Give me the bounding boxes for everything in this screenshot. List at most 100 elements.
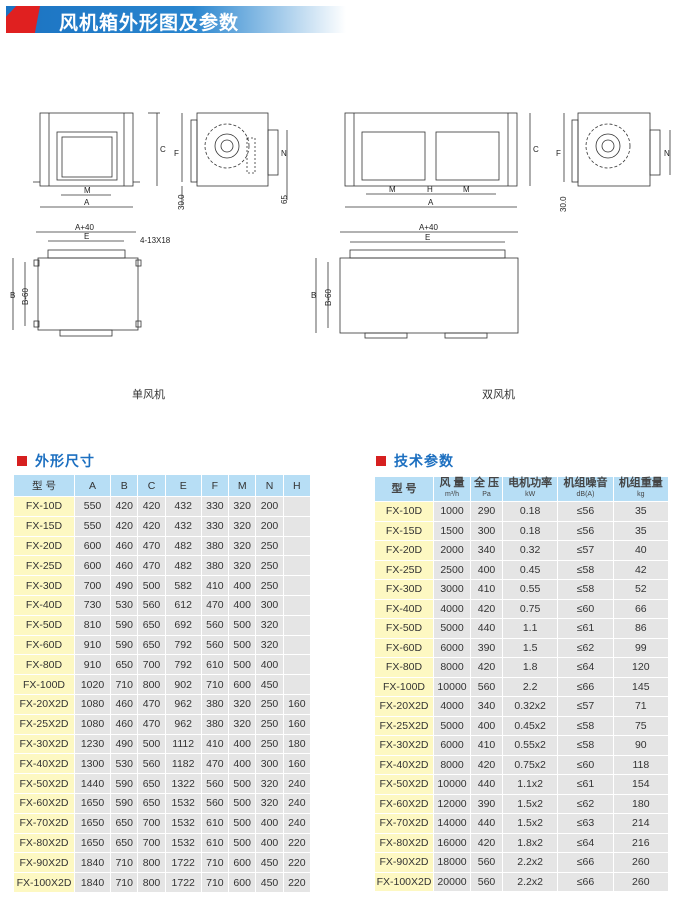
value-cell: 86 — [613, 619, 668, 638]
dim-a: A — [84, 198, 90, 207]
value-cell: 490 — [111, 734, 138, 754]
value-cell: 710 — [111, 675, 138, 694]
model-cell: FX-20D — [14, 536, 74, 556]
model-cell: FX-90X2D — [375, 853, 433, 872]
value-cell: 35 — [613, 521, 668, 540]
column-header: 风 量 m³/h — [434, 477, 471, 501]
value-cell: 12000 — [434, 794, 471, 813]
model-cell: FX-50X2D — [14, 774, 74, 793]
value-cell: 650 — [138, 615, 165, 635]
value-cell: 410 — [471, 580, 502, 599]
value-cell: 1722 — [165, 873, 201, 892]
value-cell: 200 — [256, 497, 283, 516]
value-cell: 52 — [613, 580, 668, 599]
value-cell: 1000 — [434, 502, 471, 521]
value-cell: 1020 — [75, 675, 111, 694]
value-cell: 250 — [256, 556, 283, 576]
model-cell: FX-70X2D — [14, 813, 74, 833]
value-cell: 2.2x2 — [502, 853, 558, 872]
value-cell: 610 — [201, 833, 229, 853]
value-cell: 320 — [256, 793, 283, 813]
value-cell: 220 — [283, 833, 310, 853]
value-cell: 962 — [165, 694, 201, 714]
value-cell: 432 — [165, 497, 201, 516]
value-cell: 1.1x2 — [502, 775, 558, 794]
dim-m: M — [84, 186, 91, 195]
model-cell: FX-50X2D — [375, 775, 433, 794]
double-fan-side-view — [563, 112, 671, 187]
value-cell — [283, 655, 310, 675]
value-cell: 482 — [165, 536, 201, 556]
value-cell: 810 — [75, 615, 111, 635]
value-cell: 16000 — [434, 833, 471, 852]
column-header: H — [283, 475, 310, 496]
dim-a40: A+40 — [419, 223, 438, 232]
model-cell: FX-40D — [14, 595, 74, 615]
model-cell: FX-40X2D — [375, 755, 433, 774]
value-cell: 420 — [138, 497, 165, 516]
value-cell: ≤66 — [558, 853, 613, 872]
value-cell: 910 — [75, 655, 111, 675]
column-header: E — [165, 475, 201, 496]
header-label: 风 量 — [439, 477, 465, 489]
value-cell: ≤57 — [558, 541, 613, 560]
value-cell: 220 — [283, 853, 310, 873]
value-cell: 432 — [165, 516, 201, 536]
value-cell: 180 — [283, 734, 310, 754]
value-cell: 390 — [471, 794, 502, 813]
value-cell: 420 — [111, 516, 138, 536]
value-cell: 6000 — [434, 736, 471, 755]
model-cell: FX-100D — [14, 675, 74, 694]
model-cell: FX-50D — [14, 615, 74, 635]
title-bar: 风机箱外形图及参数 — [6, 6, 346, 34]
value-cell: 590 — [111, 774, 138, 793]
value-cell: 0.32x2 — [502, 697, 558, 716]
header-unit: m³/h — [445, 491, 460, 498]
value-cell: 1.5x2 — [502, 794, 558, 813]
fan-box-drawings: M A C F N 30.0 65 A+40 E 4-13X18 B B-60 … — [10, 112, 671, 339]
value-cell: 530 — [111, 754, 138, 774]
value-cell: 800 — [138, 853, 165, 873]
value-cell: 420 — [111, 497, 138, 516]
heading-text: 外形尺寸 — [35, 454, 95, 470]
value-cell: 560 — [138, 754, 165, 774]
value-cell: 600 — [229, 873, 256, 892]
value-cell: 440 — [471, 814, 502, 833]
value-cell: 420 — [138, 516, 165, 536]
model-cell: FX-60D — [375, 638, 433, 657]
value-cell: 560 — [471, 677, 502, 696]
value-cell: 5000 — [434, 619, 471, 638]
value-cell: 1650 — [75, 833, 111, 853]
column-header: F — [201, 475, 229, 496]
value-cell: 550 — [75, 516, 111, 536]
value-cell: 400 — [471, 716, 502, 735]
value-cell: 470 — [201, 754, 229, 774]
dim-m: M — [463, 185, 470, 194]
model-cell: FX-20X2D — [375, 697, 433, 716]
value-cell — [283, 556, 310, 576]
value-cell: 500 — [229, 833, 256, 853]
value-cell: ≤56 — [558, 502, 613, 521]
value-cell: 500 — [229, 635, 256, 655]
dim-f: F — [556, 149, 561, 158]
value-cell: 792 — [165, 635, 201, 655]
value-cell: 250 — [256, 694, 283, 714]
value-cell: ≤62 — [558, 794, 613, 813]
header-unit: dB(A) — [576, 491, 595, 498]
value-cell: 380 — [201, 694, 229, 714]
value-cell: 420 — [471, 833, 502, 852]
value-cell: 590 — [111, 615, 138, 635]
dim-e: E — [84, 232, 89, 241]
value-cell: 800 — [138, 675, 165, 694]
single-fan-top-view — [12, 231, 142, 337]
column-header: A — [75, 475, 111, 496]
